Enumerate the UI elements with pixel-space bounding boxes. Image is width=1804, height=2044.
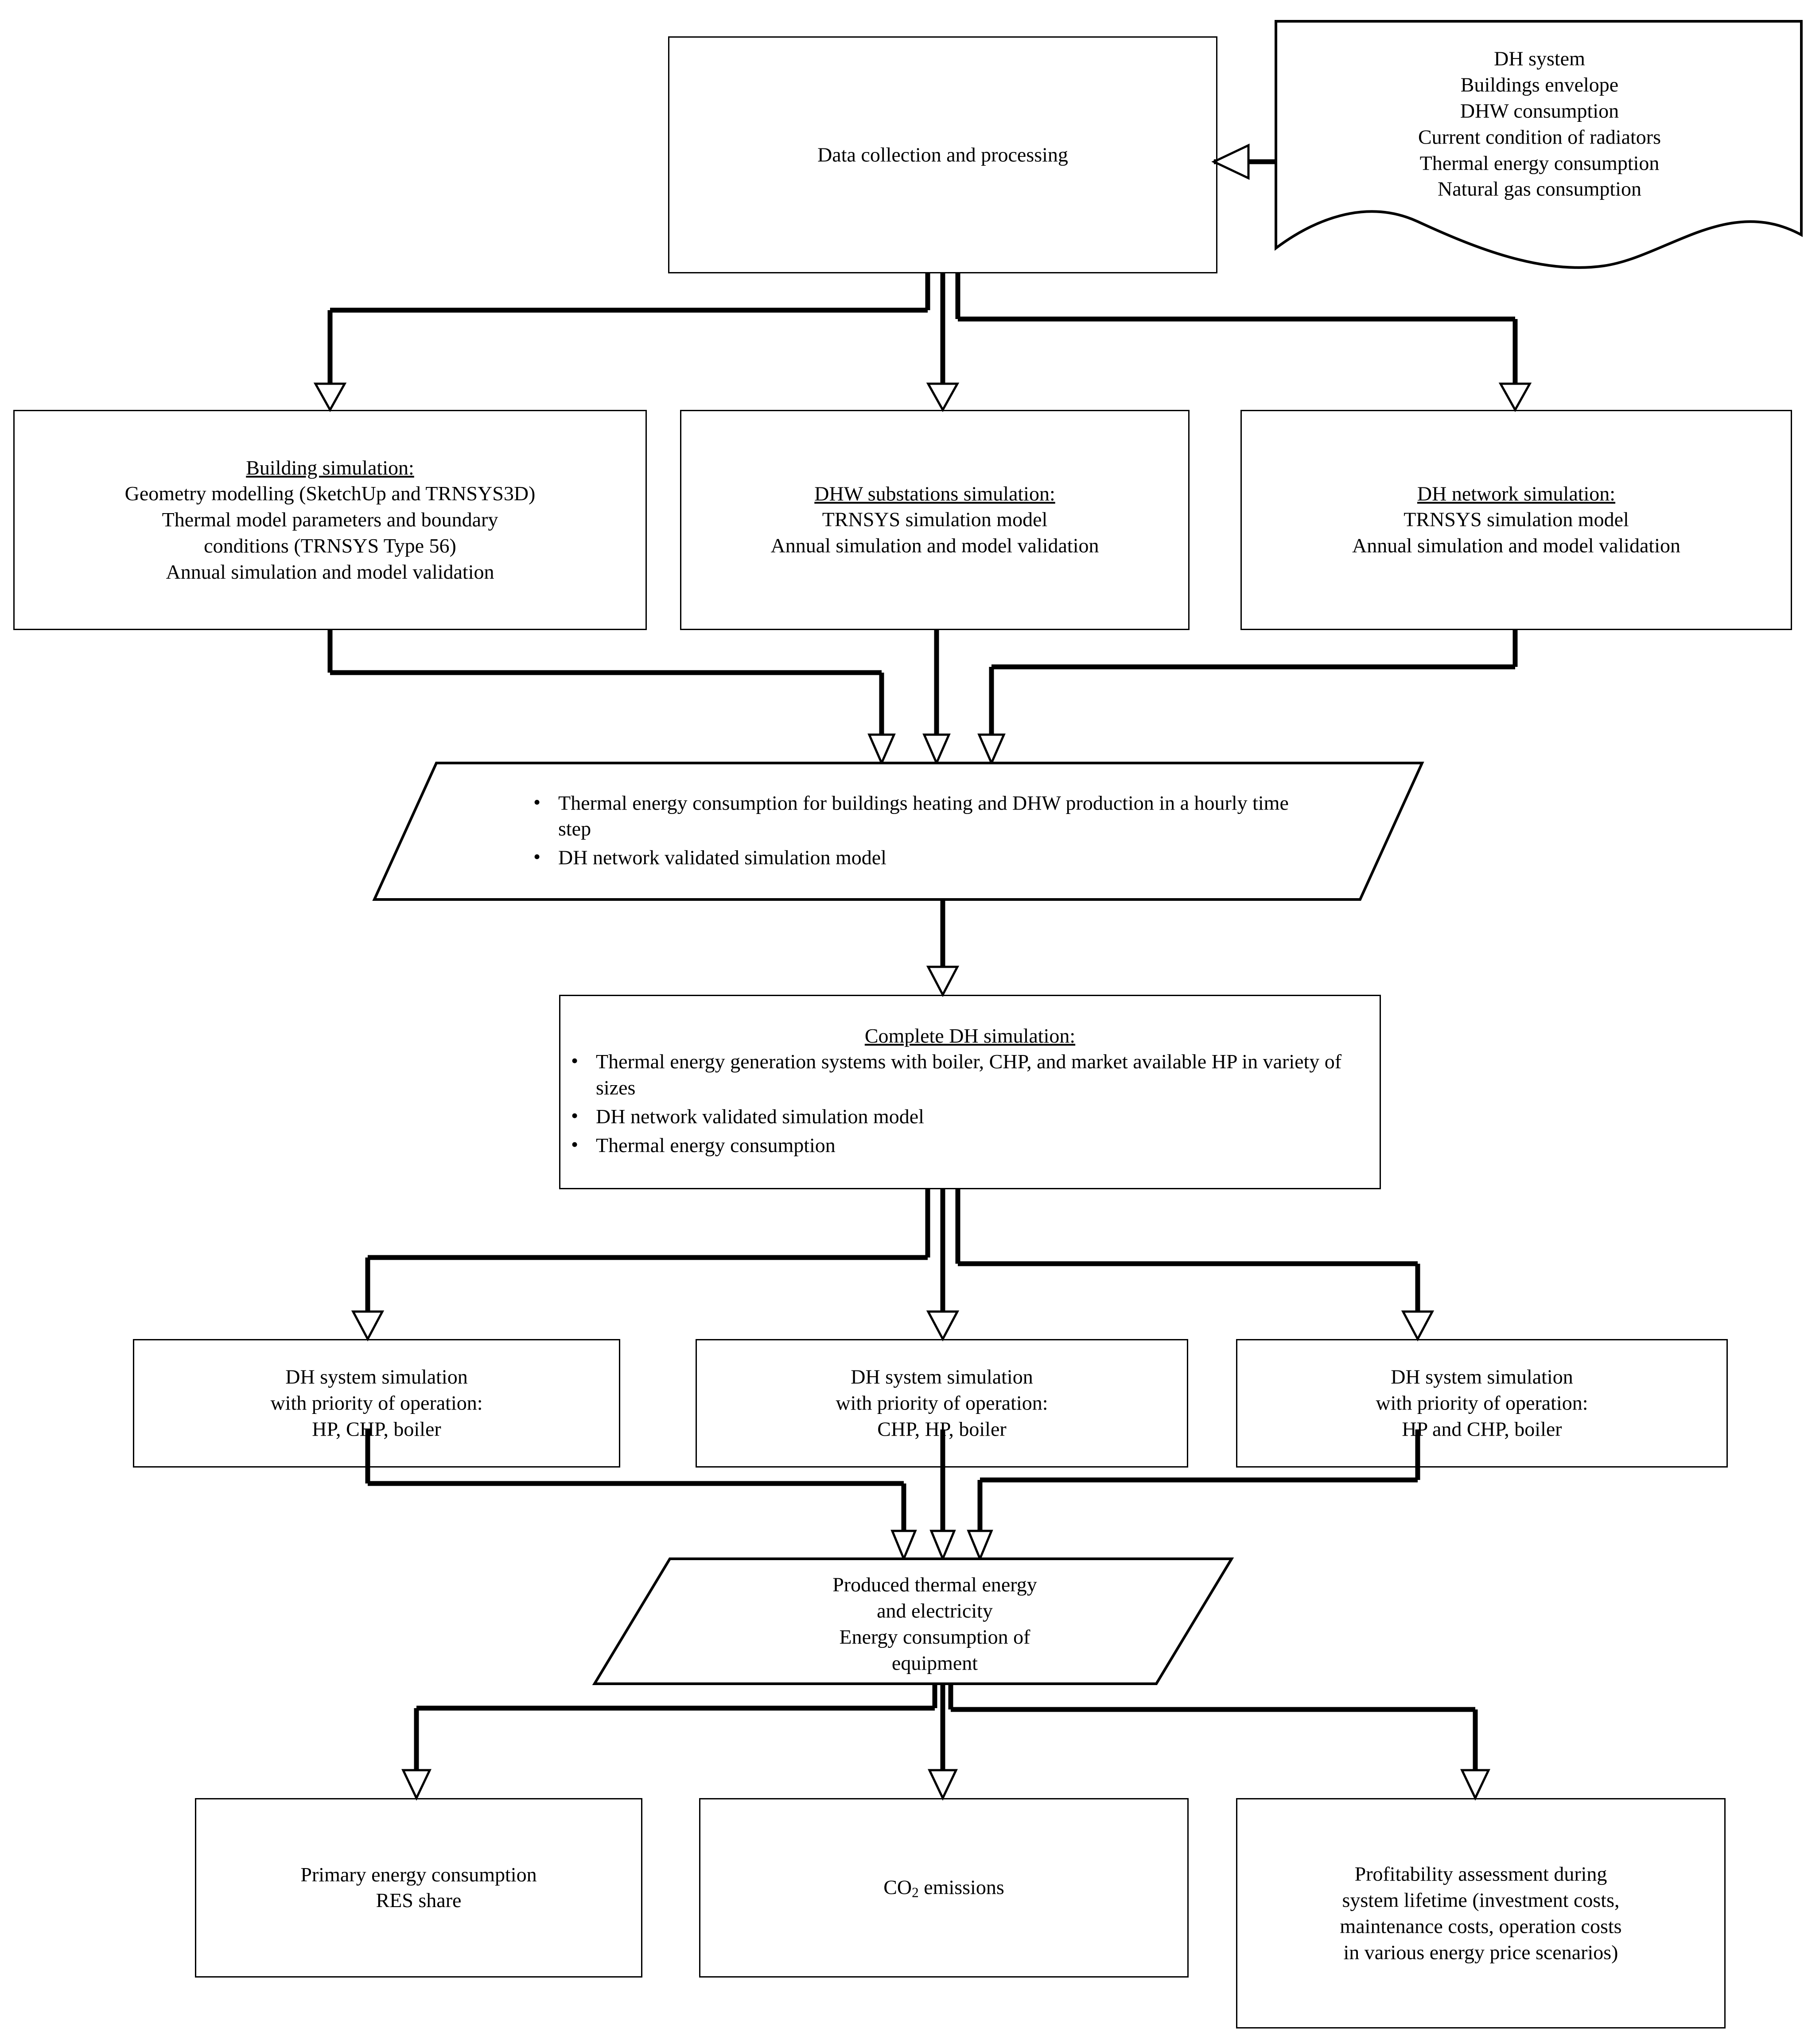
complete-dh-list: Thermal energy generation systems with b… — [560, 1048, 1380, 1159]
building-simulation-line: Thermal model parameters and boundary — [162, 508, 498, 531]
list-item: DH network validated simulation model — [523, 844, 1320, 871]
profitability-line: system lifetime (investment costs, — [1342, 1888, 1620, 1912]
complete-dh-text: Complete DH simulation: Thermal energy g… — [560, 1023, 1380, 1161]
node-sim-priority-3[interactable]: DH system simulation with priority of op… — [1236, 1339, 1728, 1468]
input-document-lines: DH system Buildings envelope DHW consump… — [1280, 46, 1799, 202]
sim-priority-line: DH system simulation — [285, 1365, 468, 1388]
dh-network-line: TRNSYS simulation model — [1404, 508, 1629, 531]
sim-priority-line: CHP, HP, boiler — [877, 1417, 1007, 1441]
building-simulation-text: Building simulation: Geometry modelling … — [15, 455, 645, 585]
intermediate-results-list: Thermal energy consumption for buildings… — [523, 789, 1320, 871]
building-simulation-heading: Building simulation: — [246, 456, 414, 479]
co2-emissions-text: CO2 emissions — [700, 1874, 1187, 1901]
primary-energy-line: Primary energy consumption — [300, 1863, 537, 1886]
dhw-substations-line: TRNSYS simulation model — [822, 508, 1048, 531]
profitability-line: in various energy price scenarios) — [1343, 1940, 1618, 1963]
list-item: Thermal energy generation systems with b… — [560, 1048, 1380, 1101]
node-input-document: DH system Buildings envelope DHW consump… — [1280, 24, 1799, 224]
produced-energy-text: Produced thermal energy and electricity … — [691, 1572, 1178, 1676]
dh-network-heading: DH network simulation: — [1417, 482, 1616, 505]
sim-priority-line: with priority of operation: — [270, 1391, 483, 1414]
co2-suffix: emissions — [918, 1876, 1004, 1899]
node-produced-energy: Produced thermal energy and electricity … — [691, 1564, 1178, 1684]
dhw-substations-line: Annual simulation and model validation — [770, 534, 1099, 557]
profitability-line: Profitability assessment during — [1354, 1862, 1607, 1885]
primary-energy-line: RES share — [376, 1889, 462, 1912]
doc-line: Buildings envelope — [1460, 73, 1619, 96]
sim-priority-line: HP and CHP, boiler — [1402, 1417, 1562, 1441]
sim-priority-line: with priority of operation: — [836, 1391, 1048, 1414]
produced-energy-line: equipment — [891, 1651, 978, 1674]
produced-energy-line: and electricity — [877, 1599, 993, 1622]
profitability-line: maintenance costs, operation costs — [1340, 1915, 1622, 1937]
list-item: DH network validated simulation model — [560, 1103, 1380, 1130]
sim-priority-line: DH system simulation — [1391, 1365, 1573, 1388]
node-dhw-substations-simulation[interactable]: DHW substations simulation: TRNSYS simul… — [680, 410, 1190, 630]
node-profitability[interactable]: Profitability assessment during system l… — [1236, 1798, 1726, 2028]
building-simulation-line: Annual simulation and model validation — [166, 560, 494, 583]
sim-priority-line: DH system simulation — [851, 1365, 1033, 1388]
dh-network-text: DH network simulation: TRNSYS simulation… — [1242, 481, 1791, 559]
dhw-substations-text: DHW substations simulation: TRNSYS simul… — [681, 481, 1188, 559]
document-shape-input — [1275, 20, 1803, 269]
node-complete-dh-simulation[interactable]: Complete DH simulation: Thermal energy g… — [559, 995, 1381, 1189]
node-sim-priority-2[interactable]: DH system simulation with priority of op… — [696, 1339, 1188, 1468]
node-co2-emissions[interactable]: CO2 emissions — [699, 1798, 1189, 1978]
sim-priority-2-text: DH system simulation with priority of op… — [697, 1364, 1187, 1443]
produced-energy-line: Produced thermal energy — [832, 1573, 1037, 1596]
doc-line: DH system — [1494, 47, 1585, 70]
dh-network-line: Annual simulation and model validation — [1352, 534, 1680, 557]
sim-priority-line: HP, CHP, boiler — [312, 1417, 441, 1441]
list-item: Thermal energy consumption for buildings… — [523, 789, 1320, 842]
doc-line: DHW consumption — [1460, 99, 1619, 122]
doc-line: Natural gas consumption — [1438, 177, 1641, 200]
node-building-simulation[interactable]: Building simulation: Geometry modelling … — [13, 410, 647, 630]
node-data-collection[interactable]: Data collection and processing — [668, 36, 1217, 273]
node-intermediate-results: Thermal energy consumption for buildings… — [523, 769, 1320, 895]
co2-subscript: 2 — [912, 1884, 919, 1900]
complete-dh-heading: Complete DH simulation: — [864, 1024, 1076, 1047]
data-collection-label: Data collection and processing — [817, 143, 1068, 166]
doc-line: Thermal energy consumption — [1419, 151, 1660, 174]
node-dh-network-simulation[interactable]: DH network simulation: TRNSYS simulation… — [1240, 410, 1792, 630]
co2-prefix: CO — [883, 1876, 912, 1899]
intermediate-results-text: Thermal energy consumption for buildings… — [523, 789, 1320, 874]
dhw-substations-heading: DHW substations simulation: — [814, 482, 1055, 505]
sim-priority-line: with priority of operation: — [1376, 1391, 1588, 1414]
doc-line: Current condition of radiators — [1418, 125, 1661, 148]
node-sim-priority-1[interactable]: DH system simulation with priority of op… — [133, 1339, 620, 1468]
produced-energy-line: Energy consumption of — [839, 1625, 1030, 1648]
building-simulation-line: Geometry modelling (SketchUp and TRNSYS3… — [124, 482, 536, 505]
primary-energy-text: Primary energy consumption RES share — [196, 1862, 641, 1914]
list-item: Thermal energy consumption — [560, 1132, 1380, 1159]
node-primary-energy[interactable]: Primary energy consumption RES share — [195, 1798, 642, 1978]
sim-priority-1-text: DH system simulation with priority of op… — [134, 1364, 619, 1443]
building-simulation-line: conditions (TRNSYS Type 56) — [204, 534, 456, 557]
profitability-text: Profitability assessment during system l… — [1237, 1861, 1724, 1966]
sim-priority-3-text: DH system simulation with priority of op… — [1237, 1364, 1726, 1443]
parallelogram-produced-energy — [592, 1557, 1234, 1685]
